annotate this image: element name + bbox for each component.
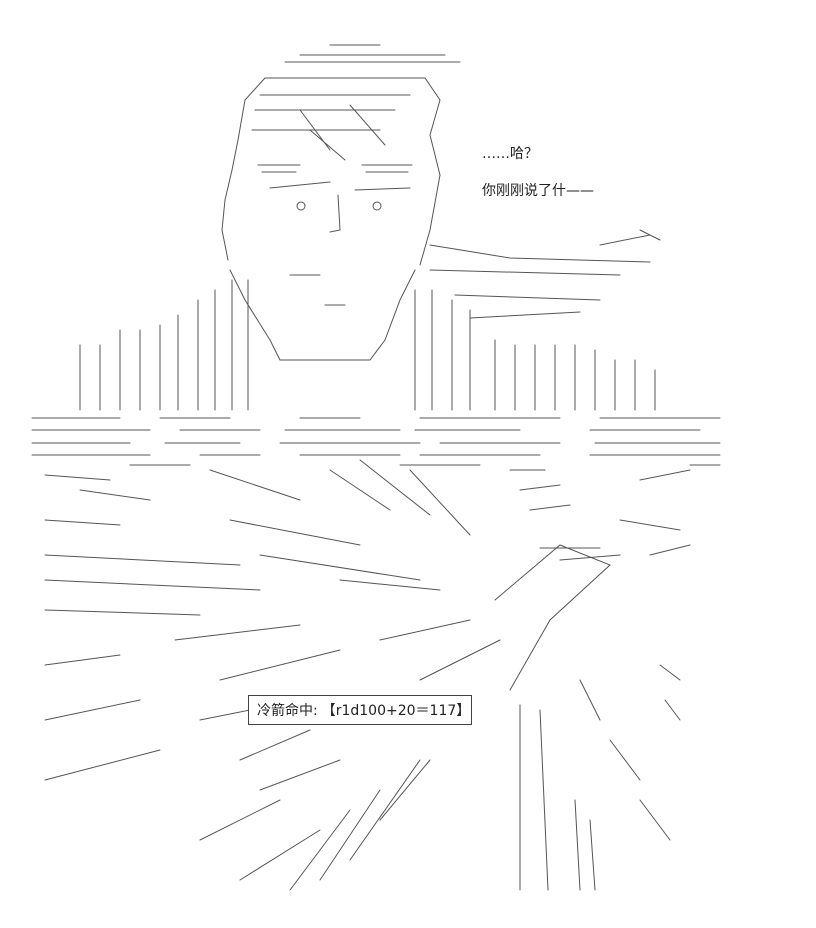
dialogue-line-2: 你刚刚说了什—— <box>482 183 594 199</box>
roll-result: 【r1d100+20＝117】 <box>321 703 471 719</box>
speed-lines <box>44 459 501 891</box>
right-eye <box>361 164 413 173</box>
nose <box>329 194 341 233</box>
body-stripes-right <box>414 289 656 411</box>
hair-outline <box>284 44 461 63</box>
right-pupil <box>372 201 382 211</box>
dialogue-line-1: ……哈？ <box>482 146 538 162</box>
arrow-shaft <box>494 469 691 891</box>
ground-lines <box>31 417 721 466</box>
mouth <box>289 274 346 306</box>
left-eye <box>257 164 301 173</box>
body-stripes-left <box>79 279 249 411</box>
dice-roll-box: 冷箭命中: 【r1d100+20＝117】 <box>248 695 472 725</box>
head-outline <box>264 77 441 266</box>
left-pupil <box>296 201 306 211</box>
roll-label: 冷箭命中: <box>257 703 318 719</box>
